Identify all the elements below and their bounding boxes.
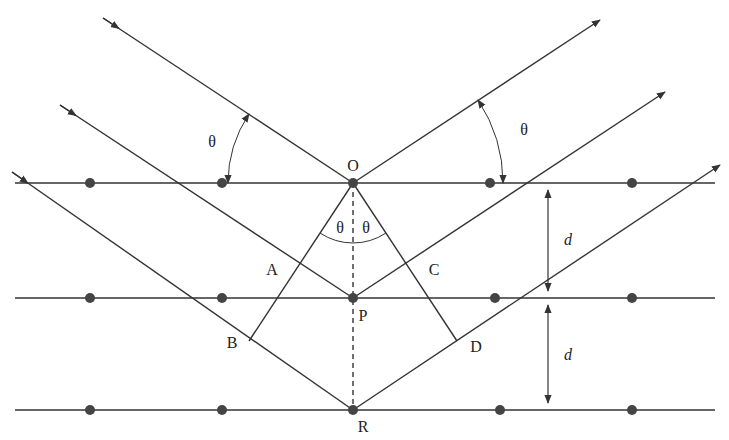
perpendicular (353, 183, 457, 341)
atom (85, 293, 95, 303)
reflected-ray (353, 92, 665, 298)
atom (495, 405, 505, 415)
point-label: C (427, 262, 442, 278)
atom (627, 293, 637, 303)
lattice-plane (15, 409, 715, 410)
angle-label: θ (360, 220, 372, 236)
atom (485, 178, 495, 188)
ray-arrow (12, 172, 28, 183)
lattice-plane (15, 297, 715, 298)
angle-arc (228, 114, 249, 183)
atom (217, 405, 227, 415)
point-label: A (264, 262, 280, 278)
point-label: O (345, 158, 361, 174)
point-label: R (356, 419, 371, 435)
angle-label: θ (518, 122, 530, 138)
point-label: D (468, 339, 484, 355)
angle-label: θ (206, 134, 218, 150)
atom (85, 405, 95, 415)
ray-arrow (60, 105, 76, 116)
atom (348, 293, 358, 303)
spacing-arrow (547, 305, 548, 403)
atom (490, 293, 500, 303)
perpendicular (249, 183, 353, 341)
atom (85, 178, 95, 188)
angle-arc (478, 100, 503, 183)
spacing-label: d (562, 232, 574, 248)
ray-arrow (103, 18, 119, 29)
reflected-ray (353, 165, 720, 410)
angle-label: θ (334, 220, 346, 236)
lattice-plane (15, 182, 715, 183)
point-label: B (225, 335, 240, 351)
atom (627, 178, 637, 188)
spacing-label: d (562, 347, 574, 363)
atom (348, 178, 358, 188)
atom (217, 178, 227, 188)
incident-ray (60, 105, 353, 298)
incident-ray (12, 172, 353, 410)
atom (217, 293, 227, 303)
spacing-arrow (547, 190, 548, 291)
atom (627, 405, 637, 415)
atom (348, 405, 358, 415)
point-label: P (357, 308, 370, 324)
